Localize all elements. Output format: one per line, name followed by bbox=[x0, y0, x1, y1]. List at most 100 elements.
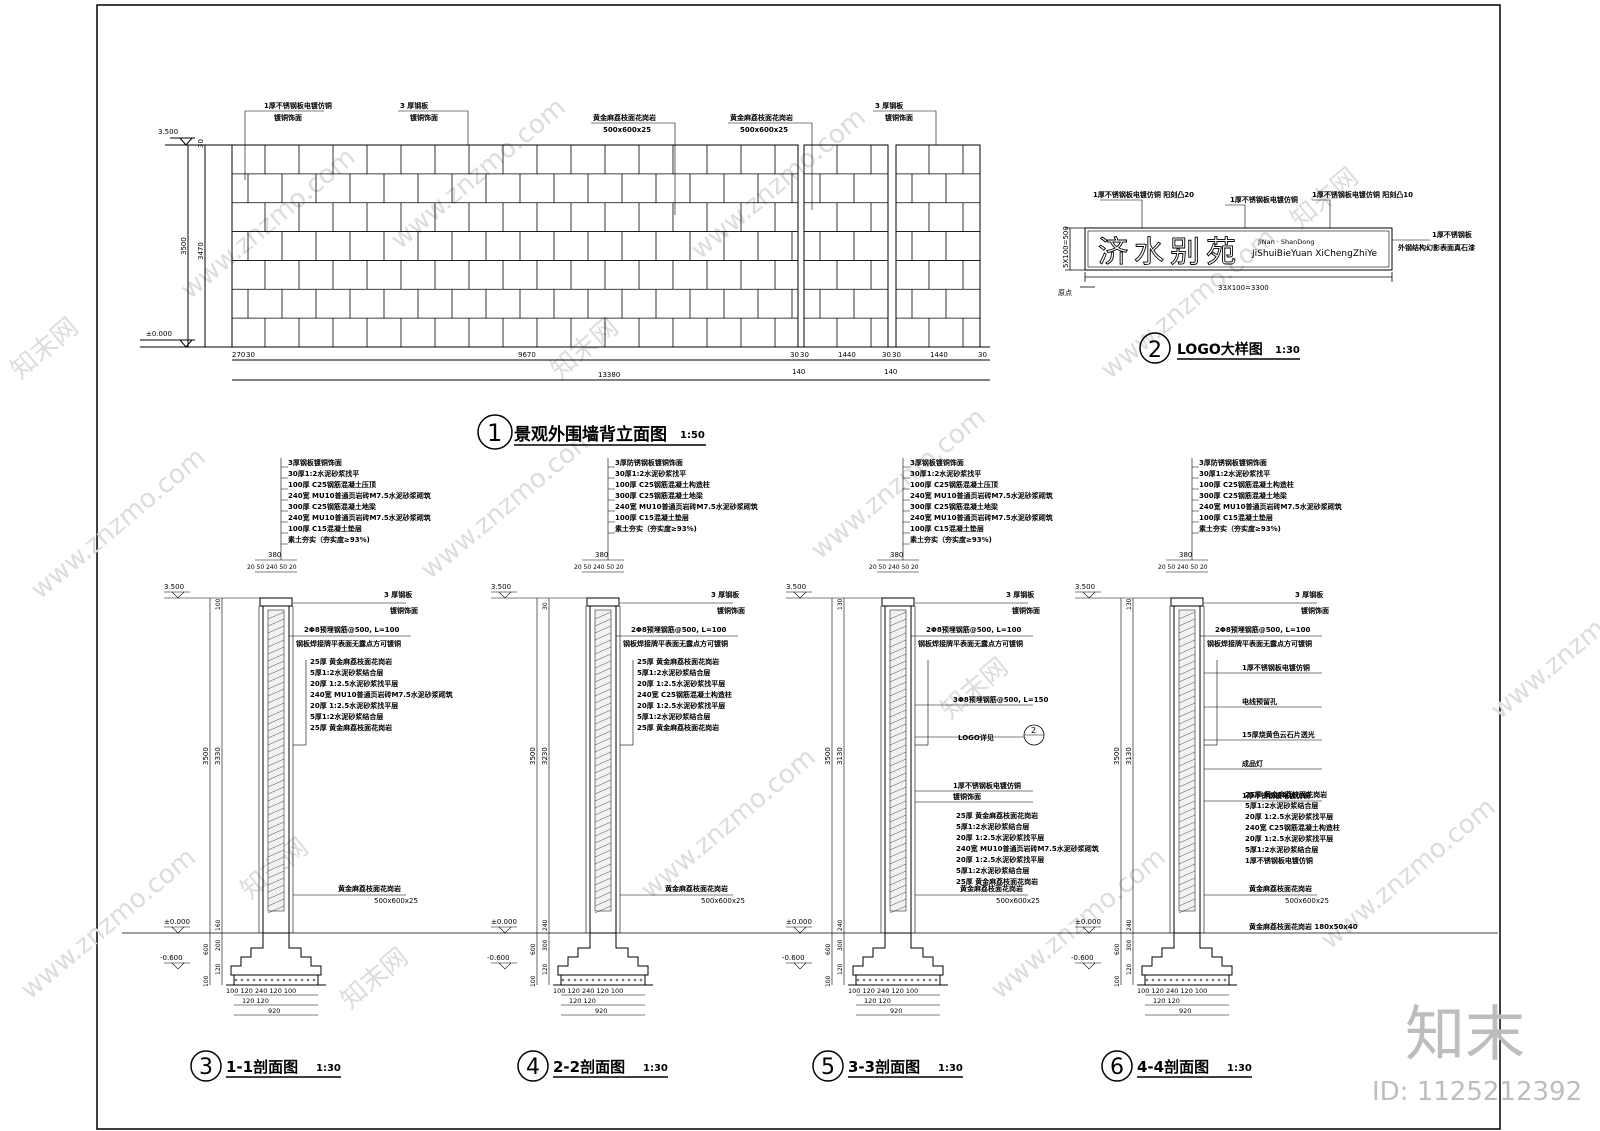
sec4-dim-total: 3500 bbox=[529, 747, 537, 765]
sec3-top-sub: 20 50 240 50 20 bbox=[247, 564, 297, 571]
dim-bottom-5: 1440 bbox=[838, 351, 856, 359]
sec5-mid-note-3: 240宽 MU10普通页岩砖M7.5水泥砂浆砌筑 bbox=[956, 844, 1099, 853]
sec3-dim-inner: 3330 bbox=[214, 747, 222, 765]
sec6-cap-l1: 3 厚钢板 bbox=[1295, 590, 1324, 599]
sec4-elev-neg: -0.600 bbox=[487, 954, 510, 962]
sec4-dim-inner: 3230 bbox=[541, 747, 549, 765]
elev-leader-1 bbox=[398, 110, 469, 145]
sec4-mid-note-0: 25厚 黄金麻荔枝面花岗岩 bbox=[637, 657, 719, 666]
dim-bottom-1: 30 bbox=[246, 351, 255, 359]
sec4-top-note-4: 240宽 MU10普通页岩砖M7.5水泥砂浆砌筑 bbox=[615, 502, 758, 511]
sec3-top-note-3: 240宽 MU10普通页岩砖M7.5水泥砂浆砌筑 bbox=[288, 491, 431, 500]
sec4-base-row2: 120 120 bbox=[569, 997, 596, 1005]
elevation-drawing bbox=[140, 110, 990, 381]
elev-label-3-line1: 黄金麻荔枝面花岗岩 bbox=[730, 113, 793, 122]
sec6-mid-note-4: 20厚 1:2.5水泥砂浆找平层 bbox=[1245, 834, 1333, 843]
sec6-bottom-l3: 黄金麻荔枝面花岗岩 180x50x40 bbox=[1249, 922, 1358, 931]
sec4-top-sub: 20 50 240 50 20 bbox=[574, 564, 624, 571]
sec3-base-row: 100 120 240 120 100 bbox=[226, 987, 296, 995]
sec6-top-note-1: 30厚1:2水泥砂浆找平 bbox=[1199, 469, 1270, 478]
logo-text-group: 济水别苑 JiNan · ShanDong JiShuiBieYuan XiCh… bbox=[1058, 190, 1475, 297]
sec4-top-dim: 380 bbox=[595, 551, 608, 559]
sec5-dim-foot-a: 300 bbox=[837, 939, 844, 951]
sec6-top-note-5: 100厚 C15混凝土垫层 bbox=[1199, 513, 1273, 522]
dim-gap-a: 140 bbox=[792, 368, 805, 376]
sec4-base-row: 100 120 240 120 100 bbox=[553, 987, 623, 995]
sec5-logo-ref: LOGO详见 bbox=[958, 733, 994, 742]
logo-label-a: 1厚不锈钢板电镀仿铜 阳刻凸20 bbox=[1093, 190, 1194, 199]
sec6-top-note-6: 素土夯实（夯实度≥93%) bbox=[1199, 524, 1281, 533]
watermark-id: ID: 1125212392 bbox=[1372, 1077, 1582, 1107]
sec6-top-dim: 380 bbox=[1179, 551, 1192, 559]
sec5-top-note-4: 300厚 C25钢筋混凝土地梁 bbox=[910, 502, 999, 511]
sec6-top-note-0: 3厚防锈钢板镀铜饰面 bbox=[1199, 458, 1267, 467]
sec3-dim-foot-b: 120 bbox=[215, 963, 222, 975]
sec3-mid-note-3: 240宽 MU10普通页岩砖M7.5水泥砂浆砌筑 bbox=[310, 690, 453, 699]
sec6-elev-neg: -0.600 bbox=[1071, 954, 1094, 962]
sec3-bottom-l1: 黄金麻荔枝面花岗岩 bbox=[338, 884, 401, 893]
title-3-text: 1-1剖面图 bbox=[226, 1058, 298, 1076]
sec4-mid-note-1: 5厚1:2水泥砂浆结合层 bbox=[637, 668, 710, 677]
title-1-scale: 1:50 bbox=[680, 430, 705, 441]
elev-leader-4 bbox=[873, 110, 937, 145]
sec4-bottom-l1: 黄金麻荔枝面花岗岩 bbox=[665, 884, 728, 893]
sec5-top-sub: 20 50 240 50 20 bbox=[869, 564, 919, 571]
sec4-top-note-1: 30厚1:2水泥砂浆找平 bbox=[615, 469, 686, 478]
sec6-dim-base: 240 bbox=[1126, 919, 1133, 931]
logo-pinyin-top: JiNan · ShanDong bbox=[1257, 238, 1314, 246]
sec4-dim-foot-b: 120 bbox=[542, 963, 549, 975]
sec4-rebar-l2: 钢板焊接牌平表面无露点方可镀铜 bbox=[623, 639, 728, 648]
sec4-dim-foot: 600 bbox=[530, 943, 537, 955]
sec3-dim-cap: 100 bbox=[215, 598, 222, 610]
sec5-dim-base: 240 bbox=[837, 919, 844, 931]
sec3-mid-note-0: 25厚 黄金麻荔枝面花岗岩 bbox=[310, 657, 392, 666]
sec5-elev-top: 3.500 bbox=[786, 583, 806, 591]
logo-detail bbox=[1065, 199, 1430, 288]
elev-label-3-line2: 500x600x25 bbox=[740, 126, 788, 134]
sec5-cap-l1: 3 厚钢板 bbox=[1006, 590, 1035, 599]
sec5-dim-foot-c: 100 bbox=[825, 975, 832, 987]
title-4-scale: 1:30 bbox=[643, 1063, 668, 1074]
sec4-dim-foot-a: 300 bbox=[542, 939, 549, 951]
sec5-elev-zero: ±0.000 bbox=[786, 918, 812, 926]
dim-total: 13380 bbox=[598, 371, 620, 379]
sec5-extra-note-0: 3Φ8预埋钢筋@500, L=150 bbox=[953, 695, 1048, 704]
title-1-text: 景观外围墙背立面图 bbox=[514, 424, 667, 445]
logo-pinyin-bottom: JiShuiBieYuan XiChengZhiYe bbox=[1251, 249, 1378, 259]
sec4-top-note-0: 3厚防锈钢板镀铜饰面 bbox=[615, 458, 683, 467]
sec3-dim-foot: 600 bbox=[203, 943, 210, 955]
logo-label-e: 外钢结构幻影表面真石漆 bbox=[1398, 243, 1475, 252]
sec4-dim-foot-c: 100 bbox=[530, 975, 537, 987]
sec4-cap-l2: 镀铜饰面 bbox=[717, 606, 745, 615]
sec3-dim-base: 160 bbox=[215, 919, 222, 931]
elev-zero-level: ±0.000 bbox=[146, 330, 172, 338]
sec6-dim-inner: 3130 bbox=[1125, 747, 1133, 765]
sec6-top-sub: 20 50 240 50 20 bbox=[1158, 564, 1208, 571]
sec5-top-note-2: 100厚 C25钢筋混凝土压顶 bbox=[910, 480, 998, 489]
sec3-base-row2: 120 120 bbox=[242, 997, 269, 1005]
sec5-top-note-7: 素土夯实（夯实度≥93%) bbox=[910, 535, 992, 544]
sec5-mid-note-0: 25厚 黄金麻荔枝面花岗岩 bbox=[956, 811, 1038, 820]
sec3-elev-neg: -0.600 bbox=[160, 954, 183, 962]
sec6-dim-foot-b: 120 bbox=[1126, 963, 1133, 975]
title-4-num: 4 bbox=[526, 1055, 540, 1080]
sec5-dim-foot: 600 bbox=[825, 943, 832, 955]
dim-top-cap: 30 bbox=[197, 139, 205, 148]
sec3-bottom-l2: 500x600x25 bbox=[374, 897, 418, 905]
logo-dim-height: 5X100=500 bbox=[1062, 226, 1070, 268]
sec6-base-total: 920 bbox=[1179, 1007, 1191, 1015]
sec5-mid-note-6: 25厚 黄金麻荔枝面花岗岩 bbox=[956, 877, 1038, 886]
sec5-mid-note-4: 20厚 1:2.5水泥砂浆找平层 bbox=[956, 855, 1044, 864]
logo-label-d: 1厚不锈钢板 bbox=[1432, 230, 1473, 239]
sec4-mid-note-6: 25厚 黄金麻荔枝面花岗岩 bbox=[637, 723, 719, 732]
sec6-bottom-l1: 黄金麻荔枝面花岗岩 bbox=[1249, 884, 1312, 893]
sec6-cap-l2: 镀铜饰面 bbox=[1301, 606, 1329, 615]
title-3-num: 3 bbox=[199, 1055, 213, 1080]
sec5-rebar-l2: 钢板焊接牌平表面无露点方可镀铜 bbox=[918, 639, 1023, 648]
title-6-text: 4-4剖面图 bbox=[1137, 1058, 1209, 1076]
